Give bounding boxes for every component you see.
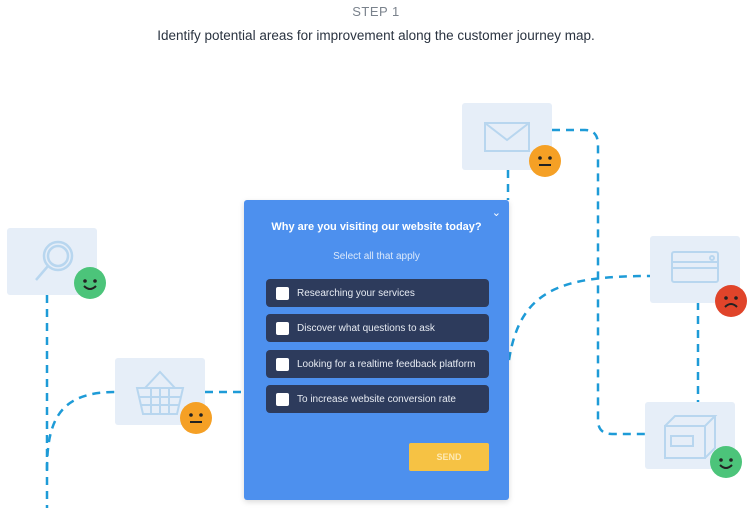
- happy-face-icon: [74, 267, 106, 299]
- survey-option[interactable]: Researching your services: [266, 279, 489, 307]
- envelope-icon: [484, 122, 530, 152]
- survey-widget: ⌄ Why are you visiting our website today…: [244, 200, 509, 500]
- option-label: Discover what questions to ask: [297, 322, 435, 334]
- happy-face-icon: [710, 446, 742, 478]
- step-description: Identify potential areas for improvement…: [157, 28, 595, 43]
- option-label: To increase website conversion rate: [297, 393, 456, 405]
- checkbox[interactable]: [276, 392, 289, 406]
- sad-face-icon: [715, 285, 747, 317]
- survey-instruction: Select all that apply: [333, 251, 420, 262]
- survey-option[interactable]: Discover what questions to ask: [266, 314, 489, 342]
- survey-option[interactable]: To increase website conversion rate: [266, 385, 489, 413]
- checkbox[interactable]: [276, 286, 289, 300]
- neutral-face-icon: [529, 145, 561, 177]
- survey-option[interactable]: Looking for a realtime feedback platform: [266, 350, 489, 378]
- magnifier-icon: [35, 240, 74, 281]
- survey-question: Why are you visiting our website today?: [271, 221, 482, 233]
- option-label: Researching your services: [297, 287, 415, 299]
- box-icon: [664, 415, 718, 459]
- option-label: Looking for a realtime feedback platform: [297, 358, 476, 370]
- credit-card-icon: [671, 251, 719, 283]
- basket-icon: [135, 370, 185, 415]
- checkbox[interactable]: [276, 357, 289, 371]
- chevron-down-icon[interactable]: ⌄: [491, 207, 501, 219]
- neutral-face-icon: [180, 402, 212, 434]
- send-button[interactable]: SEND: [409, 443, 489, 471]
- step-label: STEP 1: [352, 4, 400, 19]
- checkbox[interactable]: [276, 321, 289, 335]
